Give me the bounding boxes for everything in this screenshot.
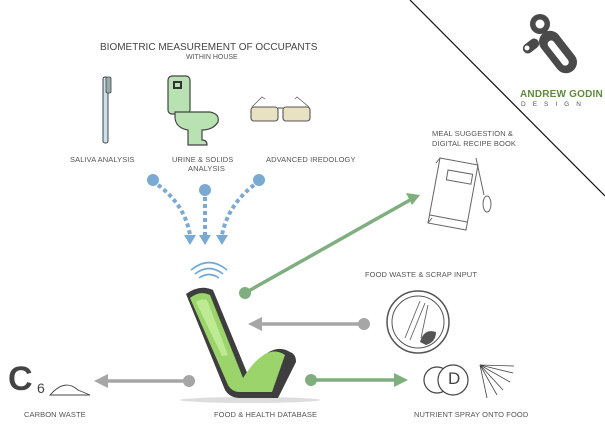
label-food-waste: FOOD WASTE & SCRAP INPUT <box>365 270 477 279</box>
diagonal-divider <box>409 0 605 197</box>
toothbrush-icon <box>102 76 112 144</box>
carbon-symbol: C <box>8 360 33 398</box>
label-food-health-database: FOOD & HEALTH DATABASE <box>214 410 318 419</box>
label-meal-suggestion-2: DIGITAL RECIPE BOOK <box>432 139 517 148</box>
label-carbon-waste: CARBON WASTE <box>24 410 86 419</box>
toilet-icon <box>167 75 219 146</box>
vitamin-d-spray-icon <box>423 364 515 399</box>
wireless-icon <box>190 261 228 279</box>
food-health-device <box>180 287 320 403</box>
biometric-flow-arrows <box>147 174 265 245</box>
recipe-flow-arrow <box>239 193 420 299</box>
label-iredology: ADVANCED IREDOLOGY <box>266 155 356 164</box>
carbon-subscript: 6 <box>37 380 45 396</box>
label-urine-analysis-1: URINE & SOLIDS <box>172 155 234 164</box>
page-subtitle: WITHIN HOUSE <box>186 54 238 61</box>
label-saliva-analysis: SALIVA ANALYSIS <box>70 155 135 164</box>
recipe-book-icon <box>427 157 492 231</box>
nutrient-flow-arrow <box>305 373 408 387</box>
label-nutrient-spray: NUTRIENT SPRAY ONTO FOOD <box>414 410 529 419</box>
vitamin-d-letter: D <box>448 369 461 388</box>
brand-sub: DESIGN <box>521 101 588 108</box>
brand-name: ANDREW GODIN <box>520 89 603 100</box>
page-title: BIOMETRIC MEASUREMENT OF OCCUPANTS <box>100 42 318 53</box>
waste-input-arrow <box>248 317 370 331</box>
glasses-icon <box>250 96 311 122</box>
label-urine-analysis-2: ANALYSIS <box>188 164 225 173</box>
brand-logo-icon <box>522 14 578 74</box>
carbon-waste-arrow <box>94 374 195 388</box>
carbon-pile-icon <box>49 384 91 396</box>
plate-icon <box>386 290 450 354</box>
label-meal-suggestion-1: MEAL SUGGESTION & <box>432 129 514 138</box>
